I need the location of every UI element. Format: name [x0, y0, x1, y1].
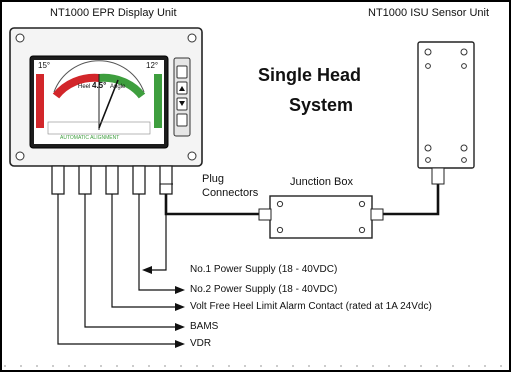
- junction-box: [258, 195, 384, 239]
- screen-status-text: AUTOMATIC ALIGNMENT: [60, 135, 120, 141]
- cable-gland-power-2: [132, 165, 146, 195]
- sensor-unit-label: NT1000 ISU Sensor Unit: [368, 7, 490, 19]
- junction-box-label: Junction Box: [290, 176, 353, 188]
- cable-glands: [51, 165, 173, 195]
- sensor-mount-hole: [461, 157, 467, 163]
- gauge-port-band: [52, 73, 100, 99]
- gauge-arc: [53, 60, 145, 93]
- sensor-cable-sensor-side: [382, 184, 440, 216]
- junction-box-gland-right: [370, 208, 384, 221]
- connection-vdr: VDR: [190, 338, 212, 349]
- connection-bams: BAMS: [190, 321, 219, 332]
- down-arrow-icon: [179, 101, 185, 106]
- sensor-mount-hole: [461, 63, 467, 69]
- mounting-hole: [15, 151, 25, 161]
- sensor-mount-hole: [425, 157, 431, 163]
- arrow-right-icon: [175, 303, 185, 311]
- gauge-needle: [98, 79, 119, 129]
- port-level-bar: [36, 74, 44, 128]
- junction-box-gland-left: [258, 208, 272, 221]
- sensor-mount-hole: [460, 48, 468, 56]
- menu-button[interactable]: [176, 65, 188, 79]
- cable-gland-power-1: [159, 165, 173, 195]
- mounting-hole: [187, 151, 197, 161]
- connection-power-1: No.1 Power Supply (18 - 40VDC): [190, 264, 338, 275]
- cable-gland-vdr: [51, 165, 65, 195]
- gauge-scale: [47, 121, 151, 135]
- display-unit: [9, 27, 203, 195]
- plug-connector-pointer: [159, 183, 173, 194]
- arrow-right-icon: [175, 340, 185, 348]
- arrow-right-icon: [175, 286, 185, 294]
- connection-power-2: No.2 Power Supply (18 - 40VDC): [190, 284, 338, 295]
- sensor-cable-display-side: [164, 194, 268, 216]
- cable-gland-alarm: [105, 165, 119, 195]
- sensor-mount-hole: [460, 144, 468, 152]
- wire-bams: [84, 194, 175, 328]
- wire-arrowheads: [142, 266, 185, 348]
- plug-connectors-label-line-1: Plug: [202, 173, 225, 185]
- mounting-hole: [187, 33, 197, 43]
- connection-alarm: Volt Free Heel Limit Alarm Contact (rate…: [190, 301, 432, 312]
- system-title-line-2: System: [289, 95, 354, 115]
- sensor-mount-hole: [425, 63, 431, 69]
- junction-box-screw: [358, 226, 366, 234]
- screen-heel-label: Heel: [78, 84, 91, 90]
- plug-connectors-label-line-2: Connectors: [202, 187, 259, 199]
- arrow-left-icon: [142, 266, 152, 274]
- screen-left-value: 15°: [38, 61, 51, 70]
- sensor-unit-body: [417, 41, 475, 169]
- screen-right-value: 12°: [146, 61, 159, 70]
- system-title-line-1: Single Head: [258, 65, 362, 85]
- sensor-cable-gland: [431, 167, 445, 185]
- wire-power-1: [150, 194, 167, 271]
- arrow-right-icon: [175, 323, 185, 331]
- mounting-hole: [15, 33, 25, 43]
- starboard-level-bar: [154, 74, 162, 128]
- gauge-starboard-band: [98, 73, 146, 99]
- up-arrow-icon: [179, 86, 185, 91]
- screen-heel-unit: Angle: [110, 84, 126, 90]
- wire-power-2: [138, 194, 175, 291]
- sensor-unit: [417, 41, 475, 185]
- junction-box-screw: [276, 200, 284, 208]
- display-unit-label: NT1000 EPR Display Unit: [50, 7, 177, 19]
- junction-box-screw: [358, 200, 366, 208]
- junction-box-body: [269, 195, 373, 239]
- junction-box-screw: [276, 226, 284, 234]
- cable-gland-bams: [78, 165, 92, 195]
- signal-wires: [57, 194, 175, 345]
- wire-alarm: [111, 194, 175, 308]
- screen-heel-value: 4.5°: [92, 81, 107, 90]
- sensor-mount-hole: [424, 48, 432, 56]
- wire-vdr: [57, 194, 175, 345]
- enter-button[interactable]: [176, 113, 188, 127]
- sensor-mount-hole: [424, 144, 432, 152]
